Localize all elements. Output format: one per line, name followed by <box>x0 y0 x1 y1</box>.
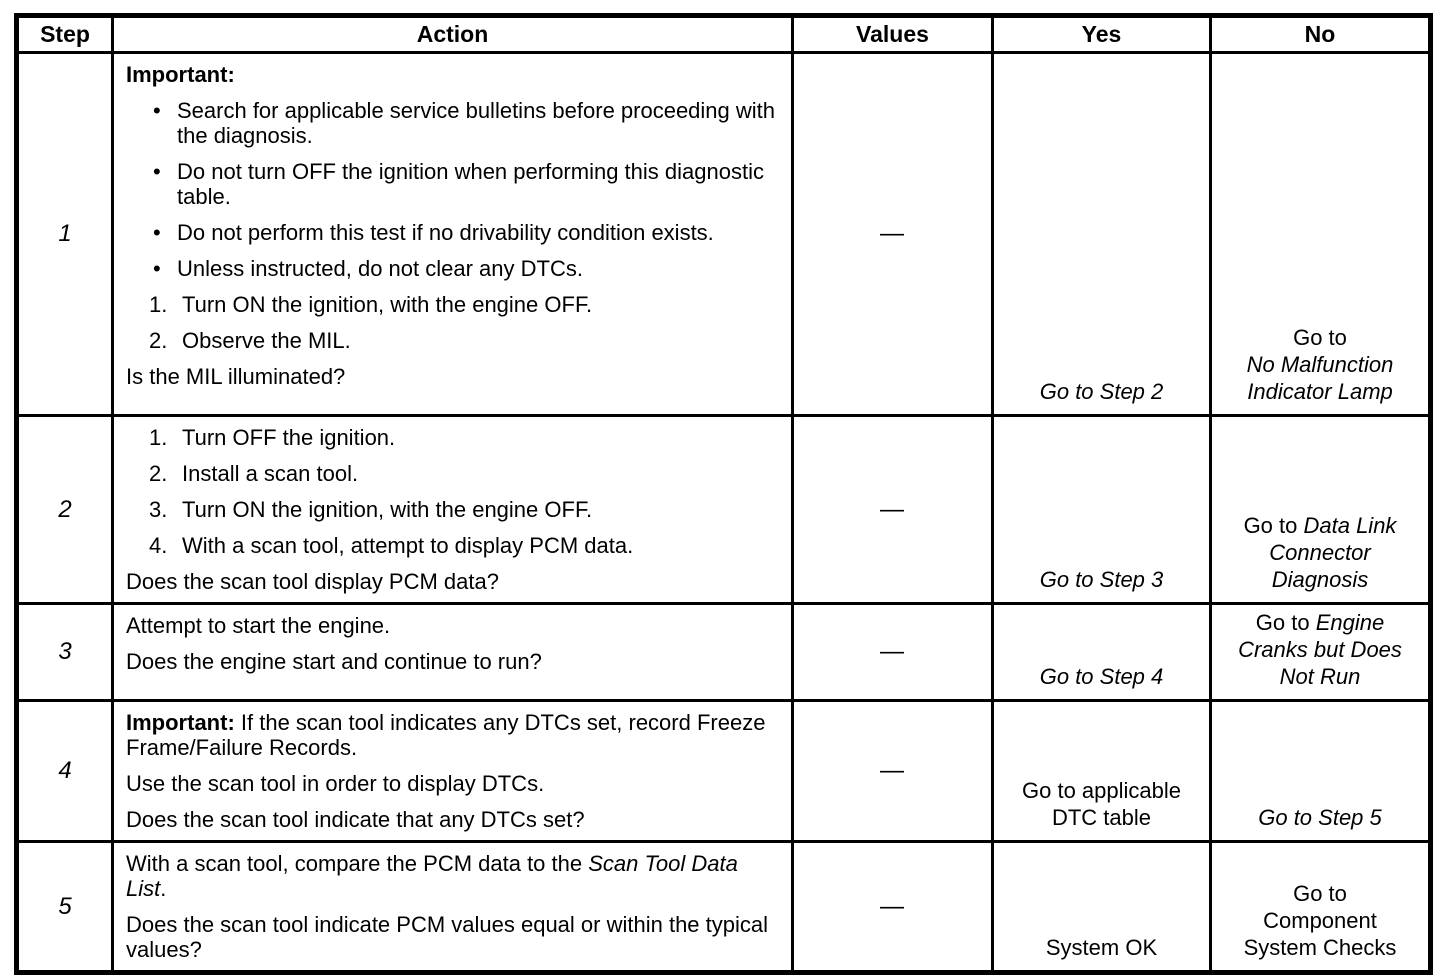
table-row-step-4: 4 Important: If the scan tool indicates … <box>15 699 1432 843</box>
bullet-text: Do not turn OFF the ignition when perfor… <box>177 159 764 209</box>
important-label: Important: <box>126 62 235 87</box>
lead-end: . <box>160 876 167 901</box>
action-cell: Important: • Search for applicable servi… <box>111 51 794 417</box>
no-cell: Go to Engine Cranks but Does Not Run <box>1209 602 1432 702</box>
list-number: 2. <box>149 328 168 353</box>
no-goto-line: Component <box>1263 908 1377 933</box>
no-goto-target: Engine Cranks but Does Not Run <box>1238 610 1402 689</box>
no-goto-prefix: Go to <box>1243 513 1304 538</box>
no-goto-line: System Checks <box>1243 935 1397 960</box>
bullet-icon: • <box>153 220 161 245</box>
important-note: Important: If the scan tool indicates an… <box>126 710 775 760</box>
bullet-item: • Unless instructed, do not clear any DT… <box>153 256 775 281</box>
step-number: 5 <box>15 840 114 974</box>
numbered-item: 1. Turn OFF the ignition. <box>149 425 775 450</box>
no-goto-line: Go to <box>1293 881 1347 906</box>
bullet-icon: • <box>153 159 161 184</box>
bullet-text: Do not perform this test if no drivabili… <box>177 220 714 245</box>
numbered-item: 2. Observe the MIL. <box>149 328 775 353</box>
numbered-text: Install a scan tool. <box>182 461 359 486</box>
action-cell: Important: If the scan tool indicates an… <box>111 699 794 843</box>
yes-goto-text: Go to Step 4 <box>1039 664 1164 689</box>
yes-cell: System OK <box>991 840 1212 974</box>
lead-start: With a scan tool, compare the PCM data t… <box>126 851 589 876</box>
table-row-step-3: 3 Attempt to start the engine. Does the … <box>15 602 1432 702</box>
yes-goto-text: Go to applicable DTC table <box>1022 778 1181 830</box>
action-text: Attempt to start the engine. <box>126 613 391 638</box>
bullet-item: • Search for applicable service bulletin… <box>153 98 775 148</box>
column-header-yes: Yes <box>991 14 1212 54</box>
numbered-text: Observe the MIL. <box>182 328 351 353</box>
list-number: 2. <box>149 461 168 486</box>
table-row-step-1: 1 Important: • Search for applicable ser… <box>15 51 1432 417</box>
question-text: Does the scan tool display PCM data? <box>126 569 499 594</box>
yes-goto-text: Go to Step 3 <box>1039 567 1164 592</box>
question-text: Does the engine start and continue to ru… <box>126 649 542 674</box>
question-text: Does the scan tool indicate PCM values e… <box>126 912 769 962</box>
important-label: Important: <box>126 710 235 735</box>
values-cell: — <box>791 51 994 417</box>
values-cell: — <box>791 414 994 605</box>
step-number: 1 <box>15 51 114 417</box>
step-number: 2 <box>15 414 114 605</box>
no-goto-prefix: Go to <box>1255 610 1316 635</box>
action-text: With a scan tool, compare the PCM data t… <box>126 851 775 901</box>
list-number: 1. <box>149 425 168 450</box>
question-text: Is the MIL illuminated? <box>126 364 346 389</box>
numbered-item: 3. Turn ON the ignition, with the engine… <box>149 497 775 522</box>
document-reference: Scan Tool Data List <box>126 851 738 901</box>
numbered-text: Turn ON the ignition, with the engine OF… <box>182 292 593 317</box>
no-goto-target: Data Link Connector Diagnosis <box>1269 513 1397 592</box>
yes-cell: Go to Step 4 <box>991 602 1212 702</box>
yes-result-text: System OK <box>1045 935 1158 960</box>
action-cell: Attempt to start the engine. Does the en… <box>111 602 794 702</box>
no-goto-text: Go to Step 5 <box>1258 805 1382 830</box>
numbered-text: Turn OFF the ignition. <box>182 425 396 450</box>
yes-cell: Go to Step 2 <box>991 51 1212 417</box>
important-text: If the scan tool indicates any DTCs set,… <box>126 710 766 760</box>
column-header-no: No <box>1209 14 1432 54</box>
numbered-item: 2. Install a scan tool. <box>149 461 775 486</box>
column-header-step: Step <box>15 14 114 54</box>
question-text: Does the scan tool indicate that any DTC… <box>126 807 585 832</box>
numbered-text: Turn ON the ignition, with the engine OF… <box>182 497 593 522</box>
yes-cell: Go to applicable DTC table <box>991 699 1212 843</box>
yes-cell: Go to Step 3 <box>991 414 1212 605</box>
values-cell: — <box>791 602 994 702</box>
list-number: 1. <box>149 292 168 317</box>
no-cell: Go to Component System Checks <box>1209 840 1432 974</box>
numbered-text: With a scan tool, attempt to display PCM… <box>182 533 634 558</box>
table-row-step-5: 5 With a scan tool, compare the PCM data… <box>15 840 1432 974</box>
column-header-values: Values <box>791 14 994 54</box>
column-header-action: Action <box>111 14 794 54</box>
diagnostic-table: Step Action Values Yes No 1 Important: •… <box>14 13 1433 975</box>
action-cell: 1. Turn OFF the ignition. 2. Install a s… <box>111 414 794 605</box>
numbered-item: 1. Turn ON the ignition, with the engine… <box>149 292 775 317</box>
values-cell: — <box>791 699 994 843</box>
table-row-step-2: 2 1. Turn OFF the ignition. 2. Install a… <box>15 414 1432 605</box>
step-number: 4 <box>15 699 114 843</box>
header-row: Step Action Values Yes No <box>15 14 1432 54</box>
bullet-text: Unless instructed, do not clear any DTCs… <box>177 256 583 281</box>
action-text: Use the scan tool in order to display DT… <box>126 771 545 796</box>
no-cell: Go to Step 5 <box>1209 699 1432 843</box>
bullet-icon: • <box>153 256 161 281</box>
no-goto-target: No Malfunction Indicator Lamp <box>1246 352 1394 404</box>
list-number: 4. <box>149 533 168 558</box>
values-cell: — <box>791 840 994 974</box>
bullet-item: • Do not turn OFF the ignition when perf… <box>153 159 775 209</box>
list-number: 3. <box>149 497 168 522</box>
step-number: 3 <box>15 602 114 702</box>
no-cell: Go to Data Link Connector Diagnosis <box>1209 414 1432 605</box>
action-cell: With a scan tool, compare the PCM data t… <box>111 840 794 974</box>
numbered-item: 4. With a scan tool, attempt to display … <box>149 533 775 558</box>
bullet-icon: • <box>153 98 161 123</box>
bullet-item: • Do not perform this test if no drivabi… <box>153 220 775 245</box>
bullet-text: Search for applicable service bulletins … <box>177 98 776 148</box>
no-goto-prefix: Go to <box>1293 325 1347 350</box>
yes-goto-text: Go to Step 2 <box>1039 379 1164 404</box>
